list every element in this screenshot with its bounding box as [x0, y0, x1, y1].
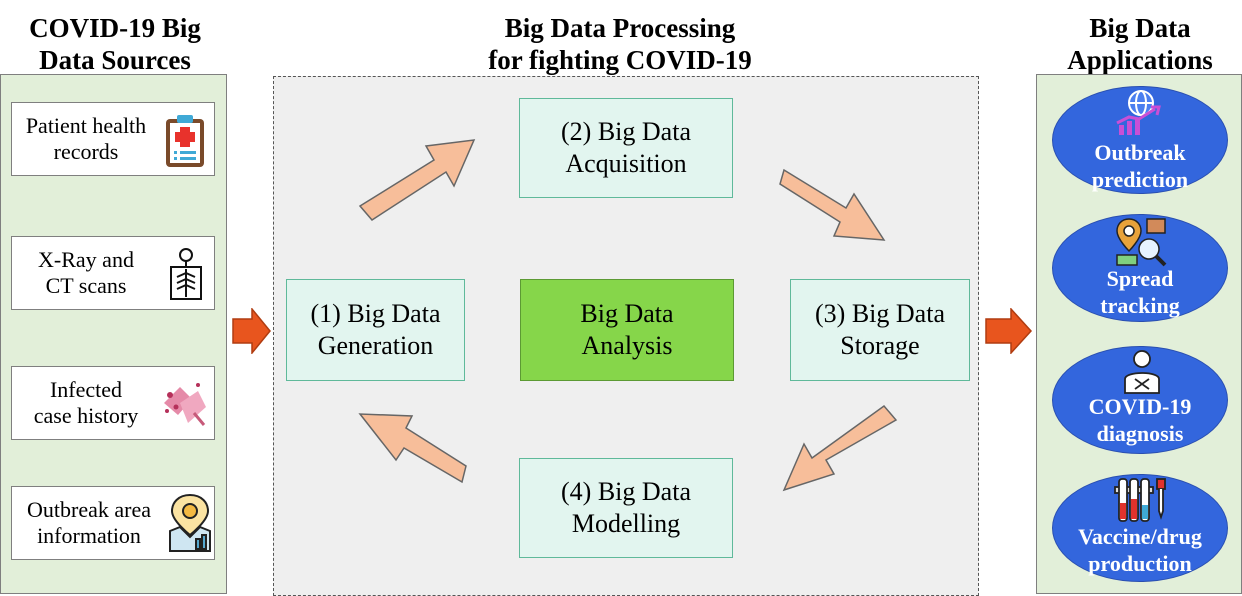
- source-label: Infected case history: [33, 377, 139, 428]
- app-label: Outbreak prediction: [1091, 140, 1189, 192]
- source-outbreak-area: Outbreak area information: [11, 486, 215, 560]
- map-virus-icon: [166, 491, 214, 555]
- source-case-history: Infected case history: [11, 366, 215, 440]
- arrow-generation-to-acquisition: [354, 132, 478, 230]
- stage-modelling: (4) Big Data Modelling: [519, 458, 733, 558]
- source-xray-scans: X-Ray and CT scans: [11, 236, 215, 310]
- stage-storage: (3) Big Data Storage: [790, 279, 970, 381]
- xray-icon: [168, 247, 204, 303]
- sources-title: COVID-19 Big Data Sources: [29, 13, 201, 75]
- patient-icon: [1119, 349, 1165, 395]
- globe-chart-icon: [1111, 89, 1171, 139]
- stage-analysis: Big Data Analysis: [520, 279, 734, 381]
- app-label: Spread tracking: [1100, 266, 1180, 318]
- sources-to-processing-arrow: [232, 308, 272, 354]
- location-search-icon: [1113, 217, 1171, 267]
- processing-title: Big Data Processing for fighting COVID-1…: [488, 13, 752, 75]
- app-label: COVID-19 diagnosis: [1088, 394, 1192, 446]
- app-covid-diagnosis: COVID-19 diagnosis: [1052, 346, 1228, 454]
- applications-title: Big Data Applications: [1067, 13, 1213, 75]
- source-label: Outbreak area information: [27, 497, 151, 548]
- processing-to-applications-arrow: [985, 308, 1033, 354]
- arrow-modelling-to-generation: [354, 402, 470, 498]
- arrow-acquisition-to-storage: [778, 150, 888, 246]
- app-spread-tracking: Spread tracking: [1052, 214, 1228, 322]
- medical-clipboard-icon: [164, 113, 206, 169]
- source-label: Patient health records: [25, 113, 147, 164]
- app-label: Vaccine/drug production: [1078, 524, 1202, 576]
- app-outbreak-prediction: Outbreak prediction: [1052, 86, 1228, 194]
- stage-generation: (1) Big Data Generation: [286, 279, 465, 381]
- infected-hands-icon: [158, 373, 210, 433]
- arrow-storage-to-modelling: [780, 396, 900, 496]
- test-tubes-icon: [1113, 477, 1169, 525]
- stage-acquisition: (2) Big Data Acquisition: [519, 98, 733, 198]
- app-vaccine-production: Vaccine/drug production: [1052, 474, 1228, 582]
- source-label: X-Ray and CT scans: [38, 247, 134, 298]
- source-patient-records: Patient health records: [11, 102, 215, 176]
